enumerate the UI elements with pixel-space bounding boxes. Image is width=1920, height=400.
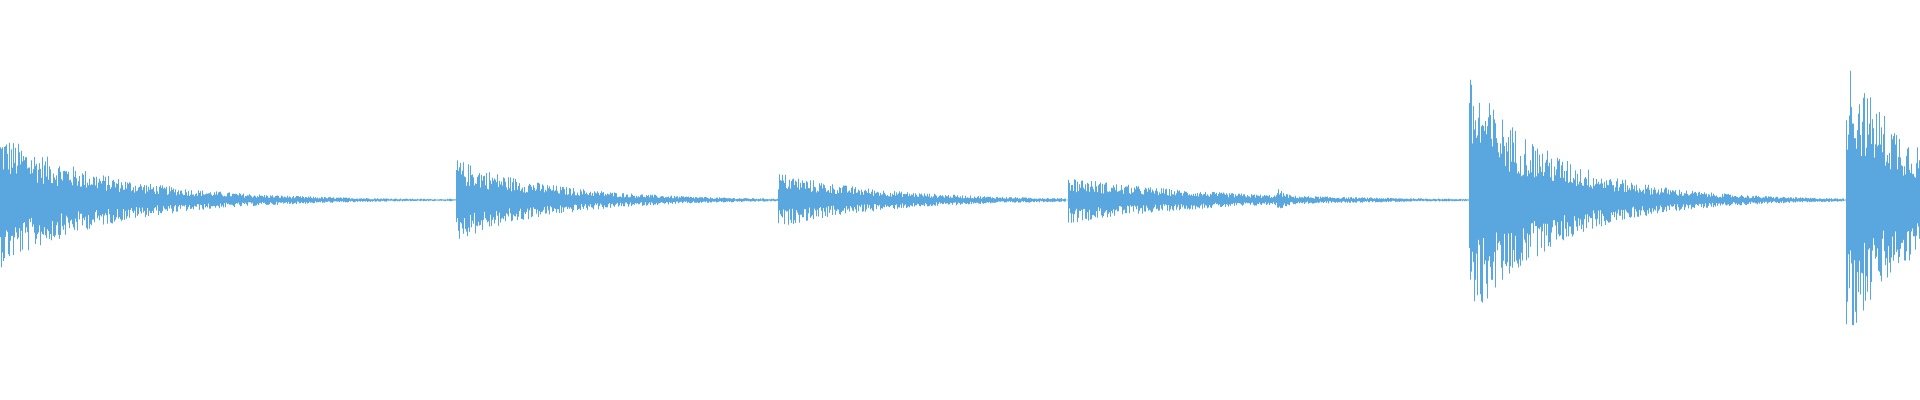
waveform-trace <box>0 70 1920 326</box>
waveform <box>0 70 1920 326</box>
